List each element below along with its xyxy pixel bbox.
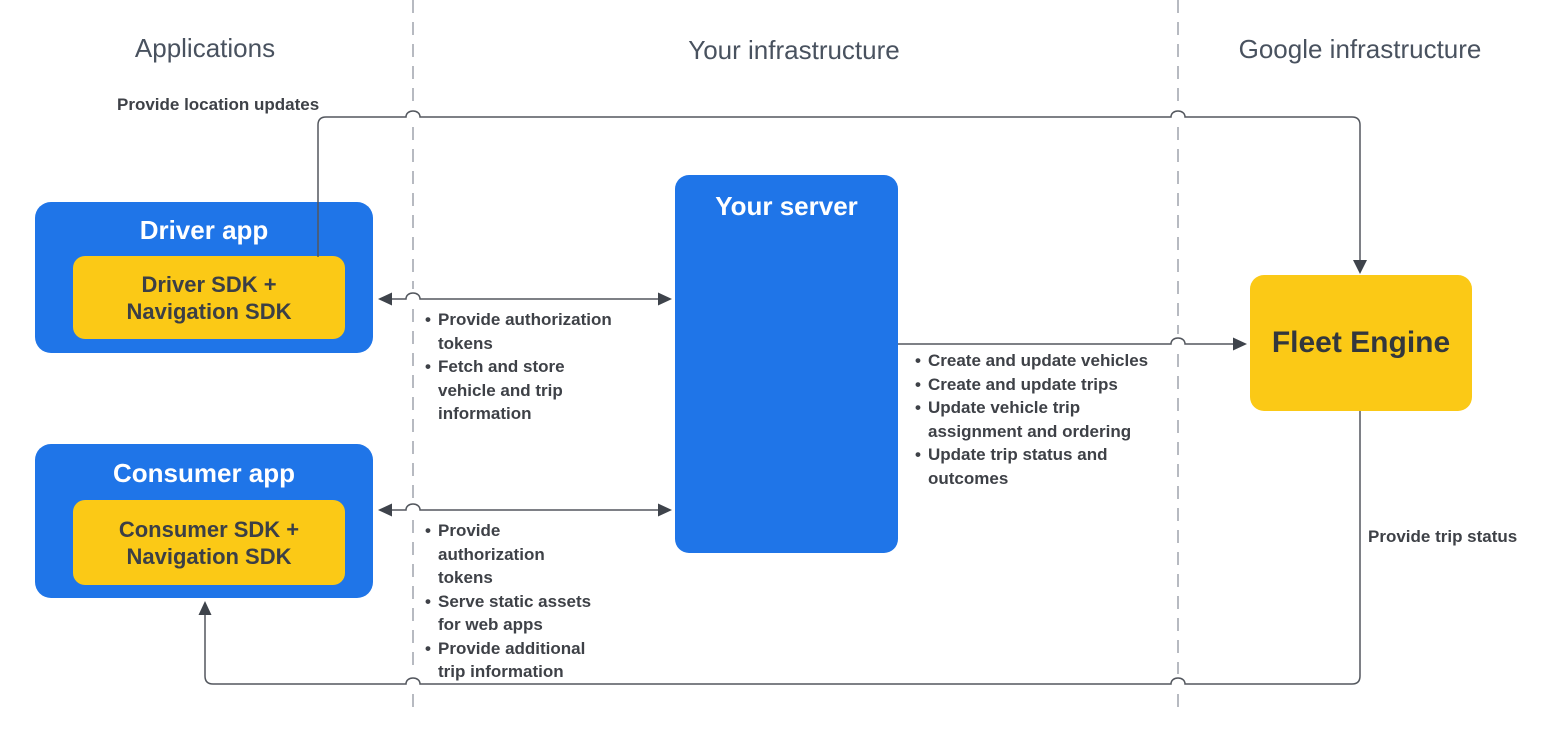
arrowhead-server-left-lower	[658, 503, 672, 517]
server-fleet-bullet-list: Create and update vehiclesCreate and upd…	[915, 349, 1165, 490]
arrowhead-fleet-top	[1353, 260, 1367, 274]
consumer-sdk-box: Consumer SDK + Navigation SDK	[73, 500, 345, 585]
driver-server-bullet-list: Provide authorization tokensFetch and st…	[425, 308, 620, 426]
bullet-item: Fetch and store vehicle and trip informa…	[425, 355, 620, 426]
bullet-item: Update vehicle trip assignment and order…	[915, 396, 1165, 443]
your-server-box: Your server	[675, 175, 898, 553]
fleet-engine-box: Fleet Engine	[1250, 275, 1472, 411]
consumer-sdk-line2: Navigation SDK	[126, 543, 292, 569]
consumer-server-bullet-list: Provide authorization tokensServe static…	[425, 519, 599, 684]
edge-label-provide-location-updates: Provide location updates	[117, 95, 320, 114]
edge-consumer-server	[391, 503, 659, 511]
driver-app-box: Driver app Driver SDK + Navigation SDK	[35, 202, 373, 353]
driver-sdk-line1: Driver SDK +	[141, 271, 277, 297]
bullet-item: Create and update vehicles	[915, 349, 1165, 373]
bullet-item: Provide authorization tokens	[425, 308, 620, 355]
bullet-item: Provide authorization tokens	[425, 519, 599, 590]
bullet-item: Provide additional trip information	[425, 637, 599, 684]
consumer-app-box: Consumer app Consumer SDK + Navigation S…	[35, 444, 373, 598]
arrowhead-consumer-left	[378, 503, 392, 517]
edge-label-provide-trip-status: Provide trip status	[1368, 527, 1518, 546]
bullet-item: Serve static assets for web apps	[425, 590, 599, 637]
fleet-engine-title: Fleet Engine	[1271, 326, 1451, 359]
driver-sdk-box: Driver SDK + Navigation SDK	[73, 256, 345, 339]
lane-header-google-infrastructure: Google infrastructure	[1238, 34, 1482, 64]
arrowhead-server-left-upper	[658, 292, 672, 306]
your-server-title: Your server	[715, 191, 858, 221]
bullet-item: Update trip status and outcomes	[915, 443, 1165, 490]
arrowhead-fleet-left	[1233, 337, 1247, 351]
edge-server-fleet	[898, 337, 1234, 345]
consumer-app-title: Consumer app	[112, 458, 296, 488]
driver-app-title: Driver app	[139, 215, 269, 245]
driver-sdk-line2: Navigation SDK	[126, 298, 292, 324]
lane-header-applications: Applications	[134, 33, 276, 63]
edge-driver-server	[391, 292, 659, 300]
arrowhead-consumer-bottom	[198, 601, 212, 615]
lane-header-your-infrastructure: Your infrastructure	[688, 35, 900, 65]
consumer-sdk-line1: Consumer SDK +	[118, 516, 300, 542]
arrowhead-driver-left	[378, 292, 392, 306]
bullet-item: Create and update trips	[915, 373, 1165, 397]
